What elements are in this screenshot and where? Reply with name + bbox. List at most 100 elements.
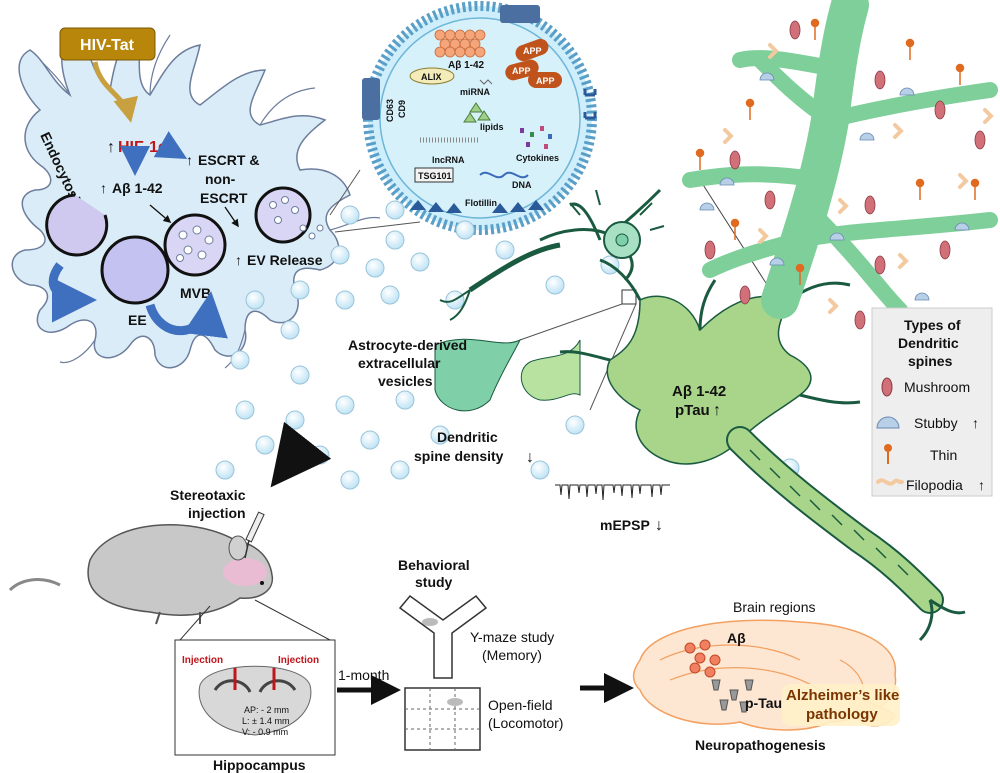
membrane-protein-top <box>500 5 540 23</box>
hif-label: HIF-1α <box>118 139 168 156</box>
y-maze <box>398 594 488 679</box>
brain-regions-label: Brain regions <box>733 599 816 615</box>
released-evs <box>269 196 324 240</box>
hif-to-escrt-arrow <box>153 131 188 159</box>
mepsp-label: mEPSP <box>600 517 650 533</box>
cd9-label: CD9 <box>397 100 407 118</box>
brain-ptau-label: p-Tau <box>745 695 782 711</box>
legend-title-2: Dendritic <box>898 335 959 351</box>
openfield-label-1: Open-field <box>488 697 553 713</box>
mirna-label: miRNA <box>460 87 491 97</box>
flotillin-label: Flotillin <box>465 198 497 208</box>
abeta-cluster <box>434 29 486 58</box>
brain-abeta-label: Aβ <box>727 630 746 646</box>
legend-filopodia-icon <box>876 478 904 486</box>
escrt-label-3: ESCRT <box>200 190 248 206</box>
legend-thin-label: Thin <box>930 447 957 463</box>
cd63-protein <box>362 78 380 120</box>
legend-title-1: Types of <box>904 317 961 333</box>
stereotaxic-label-1: Stereotaxic <box>170 487 246 503</box>
ev-cloud <box>215 200 800 490</box>
zoom-box <box>621 289 637 305</box>
alix-protein <box>409 67 455 85</box>
mirna-icon <box>479 79 493 85</box>
stereotaxic-label-2: injection <box>188 505 246 521</box>
section-line-1 <box>179 605 211 641</box>
mvb <box>163 213 227 277</box>
mouse <box>8 524 274 625</box>
tsg101-box <box>414 167 454 183</box>
openfield-label-2: (Locomotor) <box>488 715 563 731</box>
behavioral-label-1: Behavioral <box>398 557 470 573</box>
neuron-up-arrow: ↑ <box>713 402 721 419</box>
neuron-ptau-label: pTau <box>675 402 710 419</box>
ev-abeta-label: Aβ 1-42 <box>448 60 485 71</box>
spine-zoom-line-2 <box>589 303 637 411</box>
receptor-icon <box>583 89 597 120</box>
legend-mushroom-label: Mushroom <box>904 379 970 395</box>
app-label-3: APP <box>536 76 555 86</box>
mvb-ilvs <box>176 225 214 262</box>
flotillin-icon <box>410 200 544 213</box>
alz-label-2: pathology <box>806 706 878 723</box>
ymaze-label-2: (Memory) <box>482 647 542 663</box>
ee-to-mvb-arrow <box>145 291 228 339</box>
spine-density-label-2: spine density <box>414 448 504 464</box>
mushroom-spines <box>704 20 986 330</box>
spine-legend <box>871 307 993 497</box>
cytokines-label: Cytokines <box>516 153 559 163</box>
dna-label: DNA <box>512 180 532 190</box>
legend-stubby-arrow: ↑ <box>972 415 979 431</box>
zoom-line-2 <box>334 221 421 233</box>
ev-to-injection-arrow <box>270 421 332 488</box>
abeta-up-arrow: ↑ <box>100 180 107 196</box>
one-month-label: 1-month <box>338 667 389 683</box>
coord-ap: AP: - 2 mm <box>244 705 289 715</box>
escrt-label-2: non- <box>205 171 236 187</box>
alz-highlight <box>782 684 900 726</box>
thin-spines <box>695 18 980 285</box>
behavioral-label-2: study <box>415 574 453 590</box>
ev-release-label: EV Release <box>247 252 323 268</box>
ev-label-1: Astrocyte-derived <box>348 337 467 353</box>
injection-left-label: Injection <box>182 655 223 666</box>
alz-label-1: Alzheimer’s like <box>786 687 899 704</box>
coord-l: L: ± 1.4 mm <box>242 716 289 726</box>
open-field <box>404 687 481 751</box>
stubby-spines <box>699 72 970 301</box>
lipids-icon <box>463 102 491 123</box>
mvb-label: MVB <box>180 285 211 301</box>
coronal-section <box>198 665 312 736</box>
escrt-up-arrow: ↑ <box>186 152 193 168</box>
abeta-plaques <box>684 639 721 678</box>
coord-v: V: - 0.9 mm <box>242 727 288 737</box>
hiv-tat-box <box>59 27 156 61</box>
hif-up-arrow: ↑ <box>107 139 115 156</box>
main-neuron <box>559 258 966 642</box>
ev-release-up-arrow: ↑ <box>235 252 242 268</box>
early-endosome <box>100 235 170 305</box>
app-label-1: APP <box>523 46 542 56</box>
mepsp-down-arrow: ↓ <box>655 517 663 534</box>
lipids-label: lipids <box>480 122 504 132</box>
endocytosis-to-ee-arrow <box>48 262 97 323</box>
legend-stubby-label: Stubby <box>914 415 958 431</box>
abeta-astro-label: Aβ 1-42 <box>112 180 163 196</box>
injection-right-label: Injection <box>278 655 319 666</box>
app-proteins <box>505 38 562 88</box>
endocytosis-pit <box>45 193 109 257</box>
legend-mushroom-icon <box>881 377 893 397</box>
escrt-to-ev-arrow <box>224 206 239 228</box>
spine-density-label-1: Dendritic <box>437 429 498 445</box>
dendritic-spine <box>520 339 581 401</box>
hippocampus-label: Hippocampus <box>213 757 306 773</box>
ymaze-label-1: Y-maze study <box>470 629 554 645</box>
abeta-to-mvb-arrow <box>149 204 172 224</box>
dna-icon <box>479 171 529 179</box>
legend-filopodia-arrow: ↑ <box>978 477 985 493</box>
syringe <box>244 511 265 559</box>
dendrite-branch <box>682 0 998 319</box>
legend-filopodia-label: Filopodia <box>906 477 963 493</box>
zoom-line-1 <box>329 169 361 216</box>
